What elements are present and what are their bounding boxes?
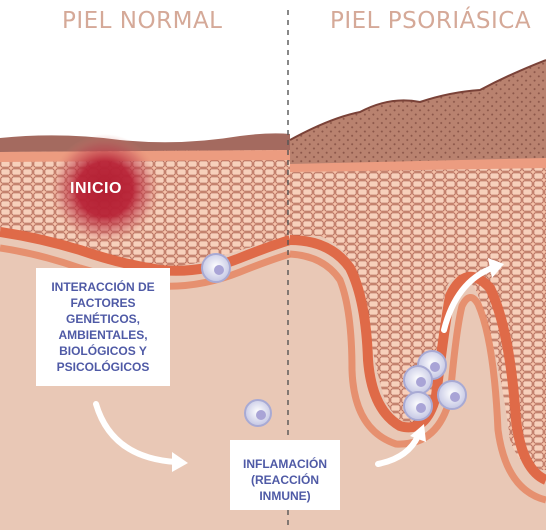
inflammation-line: INFLAMACIÓN	[243, 457, 327, 471]
immune-cell-icon	[201, 253, 231, 283]
factors-box: INTERACCIÓN DE FACTORES GENÉTICOS, AMBIE…	[36, 268, 170, 386]
inflammation-line: (REACCIÓN	[251, 473, 319, 487]
start-label: INICIO	[70, 180, 122, 197]
factors-line: AMBIENTALES,	[58, 328, 148, 342]
heading-normal-skin: PIEL NORMAL	[62, 8, 223, 34]
inflammation-line: INMUNE)	[259, 489, 311, 503]
arrow-curve-icon	[375, 424, 426, 467]
factors-line: FACTORES	[70, 296, 136, 310]
arrow-curve-icon	[93, 401, 188, 472]
psoriatic-plaque-edge	[289, 59, 546, 141]
factors-line: GENÉTICOS,	[65, 312, 140, 326]
psoriatic-basal-band	[289, 235, 546, 485]
immune-cell-icon	[403, 365, 433, 395]
psoriatic-plaque	[290, 60, 546, 170]
inflammation-box: INFLAMACIÓN (REACCIÓN INMUNE)	[230, 440, 340, 510]
factors-line: BIOLÓGICOS Y	[59, 344, 147, 358]
psoriatic-epidermis	[290, 168, 546, 470]
immune-cell-icon	[244, 399, 272, 427]
arrow-curve-icon	[441, 258, 504, 333]
immune-cell-icon	[437, 380, 467, 410]
heading-psoriatic-skin: PIEL PSORIÁSICA	[330, 8, 532, 34]
immune-cell-icon	[403, 391, 433, 421]
inicio-glow	[50, 134, 160, 244]
normal-stratum-corneum	[0, 133, 290, 152]
factors-line: INTERACCIÓN DE	[51, 280, 155, 294]
factors-line: PSICOLÓGICOS	[56, 360, 150, 374]
